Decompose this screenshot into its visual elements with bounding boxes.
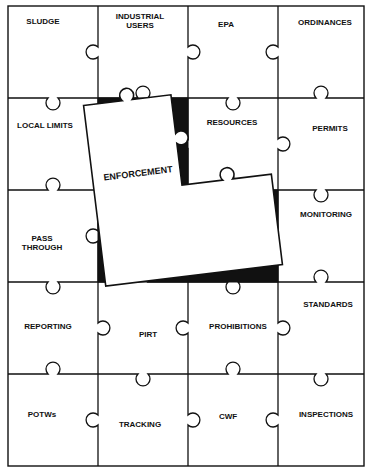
puzzle-piece: POTWs [28,410,56,419]
piece-shape [82,72,282,286]
piece-edge [278,374,364,386]
puzzle-piece: MONITORING [300,210,352,219]
piece-edge [188,282,278,294]
puzzle-piece: PIRT [139,330,157,339]
piece-label: MONITORING [300,210,352,219]
piece-edge [188,374,200,466]
loose-puzzle-piece: ENFORCEMENT [82,83,283,288]
piece-label: CWF [219,412,237,421]
piece-label: PERMITS [312,124,348,133]
puzzle-piece: SLUDGE [26,17,59,26]
puzzle-piece: CWF [219,412,237,421]
puzzle-piece: EPA [218,20,234,29]
piece-edge [278,98,290,190]
puzzle-piece: INSPECTIONS [299,410,353,419]
puzzle-piece: RESOURCES [207,118,258,127]
piece-outline [82,83,283,288]
piece-edge [278,190,364,202]
piece-edge [98,282,110,374]
piece-label: TRACKING [119,420,161,429]
piece-edge [188,98,278,110]
piece-label: INDUSTRIAL USERS [116,12,164,30]
piece-edge [98,86,188,98]
piece-label: LOCAL LIMITS [17,121,73,130]
puzzle-piece: PERMITS [312,124,348,133]
piece-label: PROHIBITIONS [209,322,267,331]
puzzle-piece: ORDINANCES [298,18,352,27]
puzzle-border [8,6,364,466]
piece-edge [266,6,278,98]
piece-edge [278,86,364,98]
piece-label: EPA [218,20,234,29]
piece-label: INSPECTIONS [299,410,353,419]
puzzle-piece: PASS THROUGH [18,234,66,252]
piece-label: RESOURCES [207,118,258,127]
puzzle-piece: LOCAL LIMITS [17,121,73,130]
piece-label: PASS THROUGH [22,234,62,252]
piece-label: ORDINANCES [298,18,352,27]
piece-label: POTWs [28,410,56,419]
puzzle-piece: REPORTING [24,322,72,331]
piece-edge [176,282,188,374]
piece-edge [188,6,200,98]
piece-edge [188,362,278,374]
piece-edge [8,282,98,294]
piece-edge [278,270,364,282]
piece-edge [266,374,278,466]
piece-edge [86,6,98,98]
piece-label: PIRT [139,330,157,339]
piece-edge [278,282,290,374]
piece-label: STANDARDS [303,300,353,309]
piece-edge [8,178,98,190]
puzzle-piece: STANDARDS [303,300,353,309]
piece-edge [86,374,98,466]
puzzle-piece: INDUSTRIAL USERS [109,12,171,30]
piece-edge [8,362,98,374]
piece-edge [98,374,188,386]
puzzle-piece: TRACKING [119,420,161,429]
piece-label: REPORTING [24,322,72,331]
puzzle-piece: PROHIBITIONS [209,322,267,331]
piece-label: SLUDGE [26,17,59,26]
